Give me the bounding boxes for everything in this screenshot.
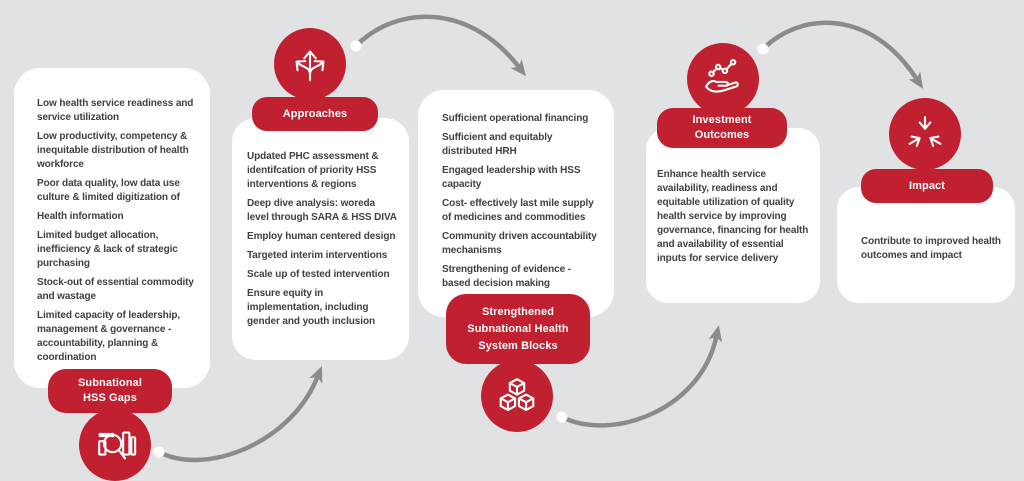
magnifier-bar-chart-icon bbox=[98, 431, 137, 460]
impact-icon-circle bbox=[889, 98, 961, 170]
impact-text: Contribute to improved health outcomes a… bbox=[861, 236, 1001, 261]
arrow-gaps-to-approaches bbox=[156, 365, 323, 463]
approaches-icon-circle bbox=[274, 28, 346, 100]
approaches-item: Targeted interim interventions bbox=[247, 250, 388, 261]
arrow-start-dot bbox=[153, 446, 165, 458]
blocks-item: Strengthening of evidence - based decisi… bbox=[442, 264, 571, 289]
gaps-item: Low productivity, competency & inequitab… bbox=[37, 131, 189, 170]
approaches-item: Deep dive analysis: woreda level through… bbox=[247, 198, 397, 223]
arrow-outcomes-to-impact bbox=[760, 20, 924, 89]
gaps-item: Limited budget allocation, inefficiency … bbox=[37, 230, 178, 269]
gaps-item: Low health service readiness and service… bbox=[37, 98, 194, 123]
blocks-item: Community driven accountability mechanis… bbox=[442, 231, 597, 256]
impact-label-line: Impact bbox=[908, 179, 946, 192]
outcomes-icon-circle bbox=[687, 43, 759, 115]
outcomes-label-line: Outcomes bbox=[694, 129, 750, 141]
gaps-item: Health information bbox=[37, 211, 124, 222]
approaches-item: Updated PHC assessment & identifcation o… bbox=[247, 151, 379, 190]
arrow-start-dot bbox=[350, 40, 362, 52]
blocks-item: Sufficient and equitably distributed HRH bbox=[442, 132, 553, 157]
approaches-item-list: Updated PHC assessment & identifcation o… bbox=[247, 150, 397, 329]
gaps-card: Low health service readiness and service… bbox=[14, 68, 210, 388]
outcomes-label-line: Investment bbox=[692, 114, 752, 126]
impact-label: Impact bbox=[909, 179, 945, 194]
blocks-item: Engaged leadership with HSS capacity bbox=[442, 165, 581, 190]
gaps-label-line: Subnational bbox=[77, 377, 143, 389]
approaches-item: Ensure equity in implementation, includi… bbox=[247, 288, 375, 327]
branching-arrows-icon bbox=[295, 50, 325, 82]
outcomes-text: Enhance health service availability, rea… bbox=[657, 169, 809, 264]
approaches-item: Scale up of tested intervention bbox=[247, 269, 390, 280]
blocks-label-line: Strengthened bbox=[481, 305, 555, 318]
impact-label-pill: Impact bbox=[861, 169, 993, 203]
blocks-label-line: Subnational Health bbox=[467, 322, 569, 335]
hand-growth-chart-icon bbox=[705, 58, 739, 93]
blocks-item: Cost- effectively last mile supply of me… bbox=[442, 198, 594, 223]
blocks-item: Sufficient operational financing bbox=[442, 113, 589, 124]
approaches-card: Updated PHC assessment & identifcation o… bbox=[232, 118, 409, 360]
outcomes-card: Enhance health service availability, rea… bbox=[646, 128, 820, 303]
blocks-icon-circle bbox=[481, 360, 553, 432]
blocks-label-line: System Blocks bbox=[478, 339, 558, 352]
approaches-item: Employ human centered design bbox=[247, 231, 396, 242]
converging-arrows-icon bbox=[908, 116, 942, 147]
gaps-icon-circle bbox=[79, 409, 151, 481]
approaches-label-pill: Approaches bbox=[252, 97, 378, 131]
gaps-item: Poor data quality, low data use culture … bbox=[37, 178, 180, 203]
arrow-start-dot bbox=[757, 43, 769, 55]
approaches-label: Approaches bbox=[283, 107, 348, 122]
arrow-start-dot bbox=[556, 411, 568, 423]
building-blocks-cubes-icon bbox=[499, 378, 535, 411]
gaps-item-list: Low health service readiness and service… bbox=[37, 97, 196, 365]
approaches-label-line: Approaches bbox=[282, 107, 348, 120]
impact-card: Contribute to improved health outcomes a… bbox=[837, 187, 1015, 303]
arrow-approaches-to-blocks bbox=[353, 14, 527, 77]
gaps-item: Limited capacity of leadership, manageme… bbox=[37, 310, 181, 363]
gaps-label-line: HSS Gaps bbox=[82, 392, 137, 404]
gaps-item: Stock-out of essential commodity and was… bbox=[37, 277, 194, 302]
